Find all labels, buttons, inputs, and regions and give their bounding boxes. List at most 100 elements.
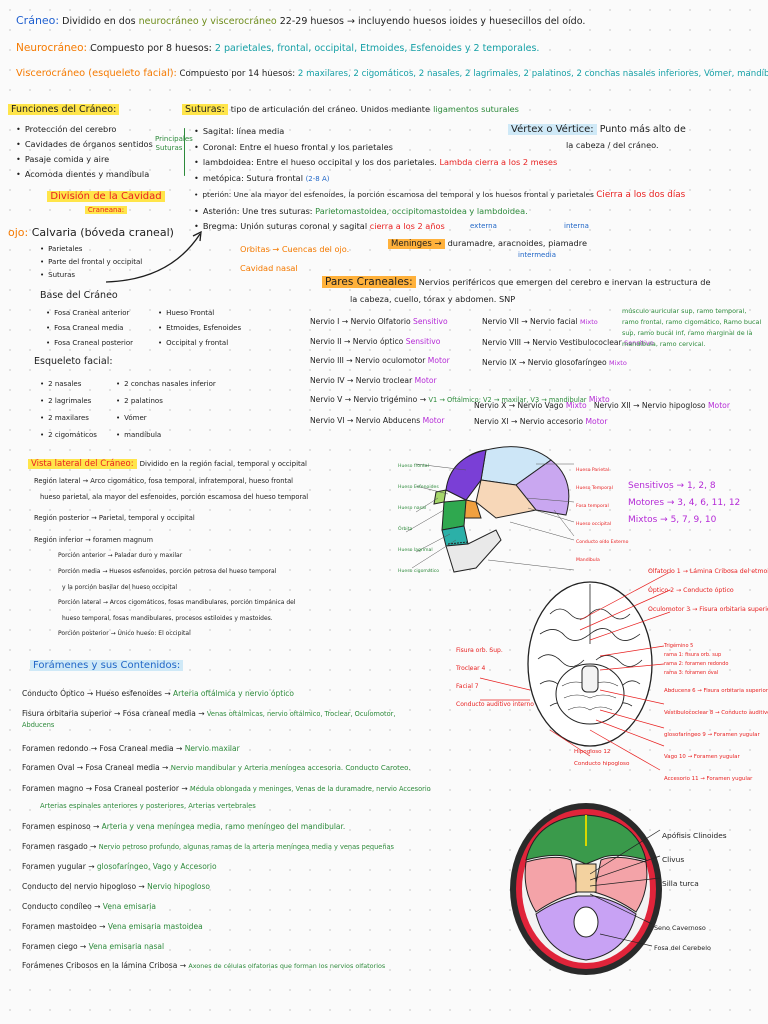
visc-title: Viscerocráneo (esqueleto facial):: [16, 68, 177, 79]
bottom-label: Apófisis Clinoides: [662, 831, 727, 840]
skull-label: Órbita: [398, 527, 413, 532]
nervio-row: Nervio IV → Nervio troclear Motor: [310, 375, 437, 385]
skull-label: Conducto oído Externo: [576, 540, 629, 545]
neuro-list: 2 parietales, frontal, occipital, Etmoid…: [214, 43, 540, 54]
skull-label: Hueso nasal: [398, 506, 427, 511]
pares-right-bottom: Nervio X → Nervio Vago Mixto Nervio XII …: [474, 398, 730, 430]
nervio-row: Nervio VI → Nervio Abducens Motor: [310, 415, 445, 425]
base-label: Trigémino 5: [664, 643, 694, 649]
funciones-title: Funciones del Cráneo:: [8, 104, 120, 116]
base-label: Óptico 2 → Conducto óptico: [648, 587, 734, 594]
neuro-line: Neurocráneo: Compuesto por 8 huesos: 2 p…: [16, 42, 539, 55]
pares-summary: Sensitivos → 1, 2, 8 Motores → 3, 4, 6, …: [628, 478, 740, 529]
funciones-item: Acomoda dientes y mandíbula: [16, 167, 153, 182]
lateral-title: Vista lateral del Cráneo:: [28, 459, 137, 469]
base-right-item: Etmoides, Esfenoides: [158, 321, 241, 336]
facial-note: músculo auricular sup, ramo temporal, ra…: [622, 307, 762, 348]
colored-skull-base-illustration: [510, 803, 662, 975]
base-trigemino-labels: Trigémino 5 rama 1: fisura orb. sup rama…: [664, 642, 728, 678]
ojo-label: ojo:: [8, 226, 29, 239]
visc-line: Viscerocráneo (esqueleto facial): Compue…: [16, 68, 768, 80]
base-item: Fosa Craneal media: [46, 321, 133, 336]
foramen-row: Conducto Óptico → Hueso esfenoides → Art…: [22, 689, 294, 698]
craneo-line: Cráneo: Dividido en dos neurocráneo y vi…: [16, 14, 585, 28]
suturas-list: Sagital: línea media Coronal: Entre el h…: [194, 124, 754, 235]
base-item: Fosa Craneal posterior: [46, 336, 133, 351]
nerve-leader-lines: [479, 571, 671, 771]
suturas-side-label: Principales Suturas: [155, 135, 193, 152]
calvaria-items: Parietales Parte del frontal y occipital…: [40, 243, 142, 282]
bottom-label: Silla turca: [662, 879, 699, 888]
pares-title: Pares Craneales:: [322, 276, 416, 288]
pterion-note: Cierra a los dos días: [596, 190, 686, 200]
foramen-row: Foramen yugular → glosofaríngeo, Vago y …: [22, 862, 217, 872]
esqueleto-left: 2 nasales 2 lagrimales 2 maxilares 2 cig…: [40, 376, 97, 444]
skull-label: Hueso lagrimal: [398, 548, 433, 553]
sutura-bregma: Bregma: Unión suturas coronal y sagital …: [194, 219, 754, 235]
nervio-row: Nervio I → Nervio Olfatorio Sensitivo: [310, 317, 448, 326]
base-label: rama 1: fisura orb. sup: [664, 652, 722, 658]
lateral-item: Porción anterior → Paladar duro y maxila…: [58, 552, 183, 560]
bottom-label: Fosa del Cerebelo: [654, 944, 711, 952]
base-label: rama 2: foramen redondo: [664, 661, 729, 667]
foramen-row: Fisura orbitaria superior → Fosa craneal…: [22, 708, 396, 718]
skull-label: Hueso Esfenoides: [398, 485, 439, 490]
bottom-labels-2: Seno Cavernoso Fosa del Cerebelo: [654, 918, 711, 958]
esqueleto-item: mandíbula: [116, 427, 216, 444]
summary-sensitivos: Sensitivos → 1, 2, 8: [628, 481, 716, 491]
esqueleto-right: 2 conchas nasales inferior 2 palatinos V…: [116, 376, 216, 444]
base-right-item: Hueso Frontal: [158, 306, 241, 321]
funciones-item: Pasaje comida y aire: [16, 152, 153, 167]
nervio-row: Nervio VII → Nervio facial Mixto: [482, 317, 598, 326]
bottom-labels: Apófisis Clinoides Clivus Silla turca: [662, 824, 727, 896]
sutura-pterion: pterión: Une ala mayor del esfenoides, l…: [194, 187, 754, 204]
visc-list: 2 maxilares, 2 cigomáticos, 2 nasales, 2…: [297, 69, 768, 79]
skull-label: Hueso frontal: [398, 464, 429, 469]
calvaria-arrow: [105, 230, 202, 283]
craneo-rest: 22-29 huesos → incluyendo huesos ioides …: [279, 16, 586, 27]
nervio-row: Nervio III → Nervio oculomotor Motor: [310, 356, 450, 365]
base-label: Accesorio 11 → Foramen yugular: [664, 776, 753, 782]
meninges-label: Meninges →: [388, 239, 445, 249]
lateral-list: Región lateral → Arco cigomático, fosa t…: [34, 474, 308, 642]
lateral-item: hueso temporal, fosas mandibulares, proc…: [62, 614, 273, 622]
calvaria-line: ojo: Calvaria (bóveda craneal): [8, 226, 174, 240]
base-label: glosofaríngeo 9 → Foramen yugular: [664, 732, 760, 738]
sutura-lambdoidea: lambdoidea: Entre el hueso occipital y l…: [194, 155, 754, 171]
base-left-labels: Fisura orb. Sup. Troclear 4 Facial 7 Con…: [456, 642, 534, 714]
visc-text: Compuesto por 14 huesos:: [179, 69, 296, 79]
base-label: Abducens 6 → Fisura orbitaria superior: [664, 688, 768, 694]
cranial-base-illustration: [527, 581, 653, 747]
base-item: Fosa Craneal anterior: [46, 306, 133, 321]
lateral-skull-left-labels: Hueso frontal Hueso Esfenoides Hueso nas…: [398, 456, 439, 582]
division-title: División de la Cavidad: [47, 191, 165, 202]
vertex-text1: Punto más alto de: [599, 124, 686, 135]
lateral-item: hueso parietal, ala mayor del esfenoides…: [40, 492, 309, 501]
bregma-note: cierra a los 2 años: [369, 221, 445, 231]
foramen-row: Foramen mastoideo → Vena emisaria mastoi…: [22, 921, 203, 931]
suturas-intro-green: ligamentos suturales: [433, 104, 519, 114]
bottom-label: Seno Cavernoso: [654, 924, 706, 932]
base-label: Facial 7: [456, 683, 479, 690]
foramen-row: Arterias espinales anteriores y posterio…: [40, 801, 256, 810]
pares-desc2: la cabeza, cuello, tórax y abdomen. SNP: [350, 294, 516, 304]
nervio-row: Nervio XI → Nervio accesorio Motor: [474, 417, 608, 426]
base-right-labels-2: Abducens 6 → Fisura orbitaria superior V…: [664, 680, 768, 790]
nervio-row: Nervio II → Nervio óptico Sensitivo: [310, 336, 441, 346]
skull-label: Hueso occipital: [576, 522, 612, 527]
foramen-row: Foramen Oval → Fosa Craneal media → Nerv…: [22, 763, 411, 773]
calvaria-item: Parte del frontal y occipital: [40, 256, 142, 269]
meninges-items: duramadre, aracnoides, piamadre: [447, 238, 587, 248]
base-label: Vestibulococlear 8 → Conducto auditivo i…: [664, 710, 768, 716]
foramen-row: Foramen espinoso → Arteria y vena meníng…: [22, 821, 346, 831]
cavidad-nasal: Cavidad nasal: [240, 263, 298, 273]
lateral-skull-right-labels: Hueso Parietal Hueso Temporal Fosa tempo…: [576, 462, 628, 570]
meninges-externa: externa: [470, 222, 497, 230]
pares-right-top: Nervio VII → Nervio facial Mixto Nervio …: [482, 312, 654, 374]
base-label: rama 3: foramen oval: [664, 670, 719, 676]
pares-left: Nervio I → Nervio Olfatorio Sensitivo Ne…: [310, 312, 610, 430]
base-label: Conducto hipogloso: [574, 761, 630, 767]
lateral-item: Porción lateral → Arcos cigomáticos, fos…: [58, 599, 296, 607]
neuro-title: Neurocráneo:: [16, 42, 88, 54]
lateral-item: y la porción basilar del hueso occipital: [62, 583, 178, 591]
